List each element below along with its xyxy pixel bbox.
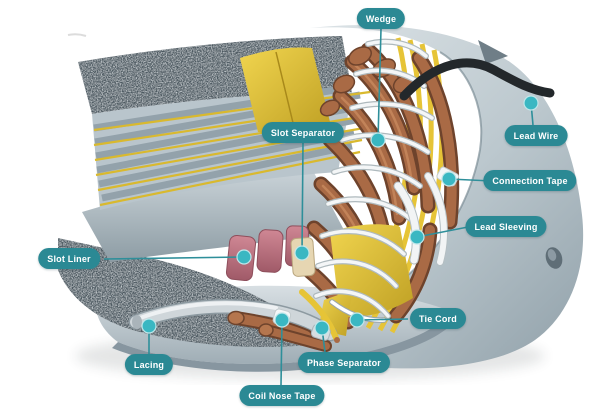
lacing-cords	[313, 38, 435, 319]
callout-label-phase-separator: Phase Separator	[297, 352, 391, 373]
lead-sleevings	[393, 172, 448, 266]
callout-label-wedge: Wedge	[356, 8, 406, 29]
callout-label-slot-separator: Slot Separator	[261, 122, 345, 143]
callout-label-tie-cord: Tie Cord	[410, 308, 466, 329]
callout-label-lead-sleeving: Lead Sleeving	[465, 216, 547, 237]
lead-wire-cable	[399, 58, 555, 101]
faint-watermark	[67, 33, 87, 37]
callout-label-lead-wire: Lead Wire	[504, 125, 568, 146]
callout-label-slot-liner: Slot Liner	[38, 248, 100, 269]
callout-label-lacing: Lacing	[124, 354, 174, 375]
frame-notch	[478, 40, 508, 64]
lacing-band	[128, 299, 338, 342]
slot-separator-piece	[290, 237, 316, 277]
callout-label-coil-nose-tape: Coil Nose Tape	[239, 385, 325, 406]
callout-label-connection-tape: Connection Tape	[483, 170, 577, 191]
